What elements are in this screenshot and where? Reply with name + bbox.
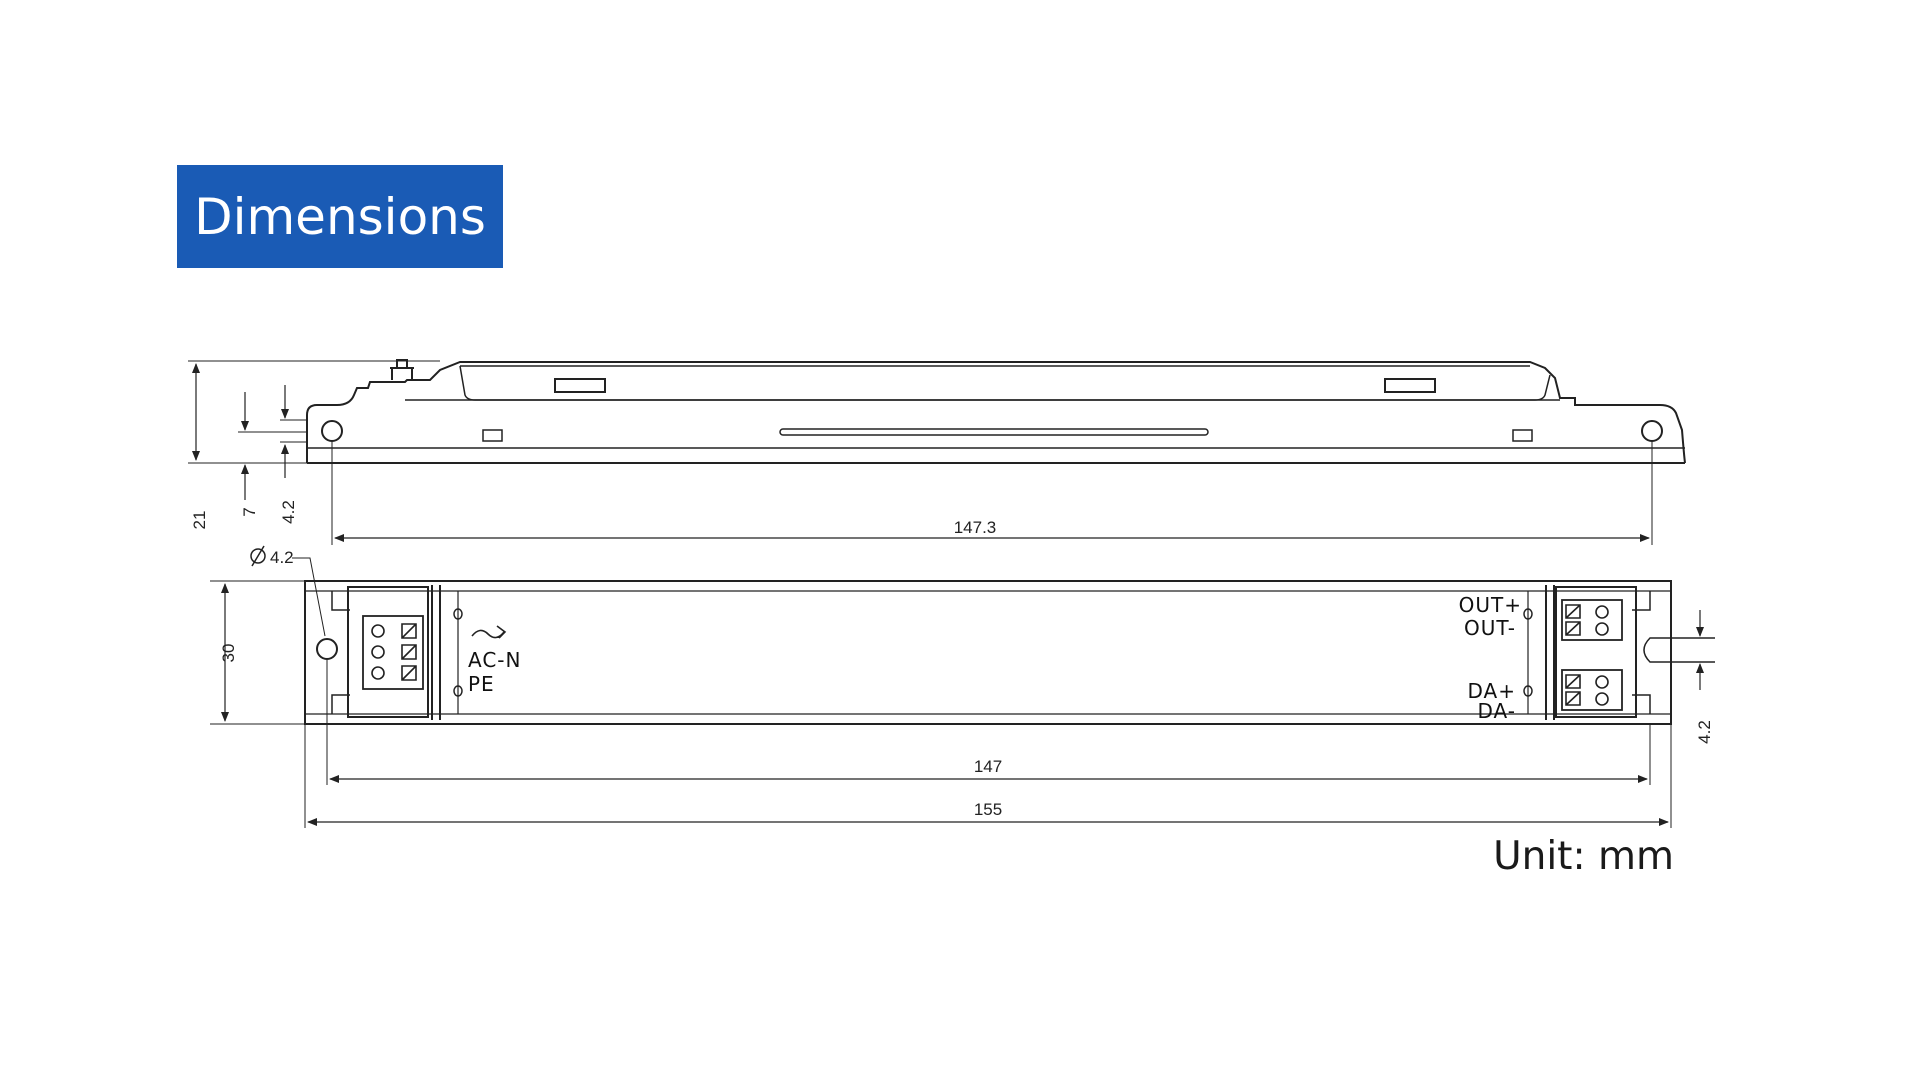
side-view-vent-right <box>1512 429 1533 442</box>
side-view-mount-hole-left <box>321 420 343 442</box>
dim-155-label: 155 <box>974 800 1002 819</box>
side-view-vent-left <box>482 429 503 442</box>
input-release-2 <box>401 644 417 660</box>
input-divider-pin-bottom <box>453 685 463 697</box>
diameter-symbol-slash <box>251 545 265 567</box>
hole-leader-line <box>292 557 326 637</box>
side-view-label-groove <box>779 428 1209 436</box>
out-release-1 <box>1565 604 1581 619</box>
dim-7-label: 7 <box>240 507 259 516</box>
da-wire-hole-2 <box>1595 692 1609 706</box>
input-label-ac-n: AC-N <box>468 648 521 672</box>
unit-label: Unit: mm <box>1493 834 1674 879</box>
output-terminal-block: OUT+ OUT- DA+ DA- <box>1459 585 1637 723</box>
input-wire-hole-2 <box>371 645 385 659</box>
side-view: 21 7 4.2 147.3 <box>188 359 1686 545</box>
output-label-out-pos: OUT+ <box>1459 593 1522 617</box>
input-terminal-face <box>362 615 424 690</box>
output-divider-pin-top <box>1523 608 1533 620</box>
top-view-left-notches <box>331 591 350 714</box>
dim-21-label: 21 <box>190 511 209 530</box>
da-release-2 <box>1565 691 1581 706</box>
dim-right-4-2-label: 4.2 <box>1695 720 1714 744</box>
input-terminal-housing <box>347 586 429 718</box>
right-slot-outline <box>1643 637 1715 663</box>
top-view: AC-N PE OUT+ OUT- DA+ DA- <box>210 545 1715 828</box>
top-view-right-notches <box>1632 591 1651 714</box>
out-release-2 <box>1565 621 1581 636</box>
section-title-banner: Dimensions <box>177 165 503 268</box>
input-wire-hole-3 <box>371 666 385 680</box>
input-terminal-block: AC-N PE <box>347 585 521 720</box>
da-release-1 <box>1565 674 1581 689</box>
dim-4-2-label: 4.2 <box>279 500 298 524</box>
dali-label-da-neg: DA- <box>1477 699 1516 723</box>
output-label-out-neg: OUT- <box>1464 616 1516 640</box>
dali-label-da-pos: DA+ <box>1468 679 1517 703</box>
out-wire-hole-1 <box>1595 605 1609 619</box>
section-title: Dimensions <box>194 187 486 246</box>
dimming-symbol-icon <box>471 625 507 639</box>
side-view-slot-right <box>1384 378 1436 393</box>
side-view-cover <box>459 365 1551 401</box>
input-divider-pin-top <box>453 608 463 620</box>
top-view-mount-hole <box>316 638 338 660</box>
input-wire-hole-1 <box>371 624 385 638</box>
side-view-slot-left <box>554 378 606 393</box>
top-view-outline <box>304 580 1672 725</box>
dim-30-label: 30 <box>219 644 238 663</box>
dim-147-label: 147 <box>974 757 1002 776</box>
da-wire-hole-1 <box>1595 675 1609 689</box>
da-terminal-face <box>1561 669 1623 711</box>
output-terminal-housing <box>1555 586 1637 718</box>
hole-diameter-label: 4.2 <box>270 548 294 567</box>
side-view-screw-post <box>390 359 414 380</box>
out-wire-hole-2 <box>1595 622 1609 636</box>
side-view-outline <box>306 361 1686 464</box>
input-label-pe: PE <box>468 672 495 696</box>
dim-147-3-label: 147.3 <box>954 518 997 537</box>
side-view-mount-hole-right <box>1641 420 1663 442</box>
diameter-symbol-icon <box>250 548 266 564</box>
input-release-3 <box>401 665 417 681</box>
input-release-1 <box>401 623 417 639</box>
out-terminal-face <box>1561 599 1623 641</box>
output-divider-pin-bottom <box>1523 685 1533 697</box>
